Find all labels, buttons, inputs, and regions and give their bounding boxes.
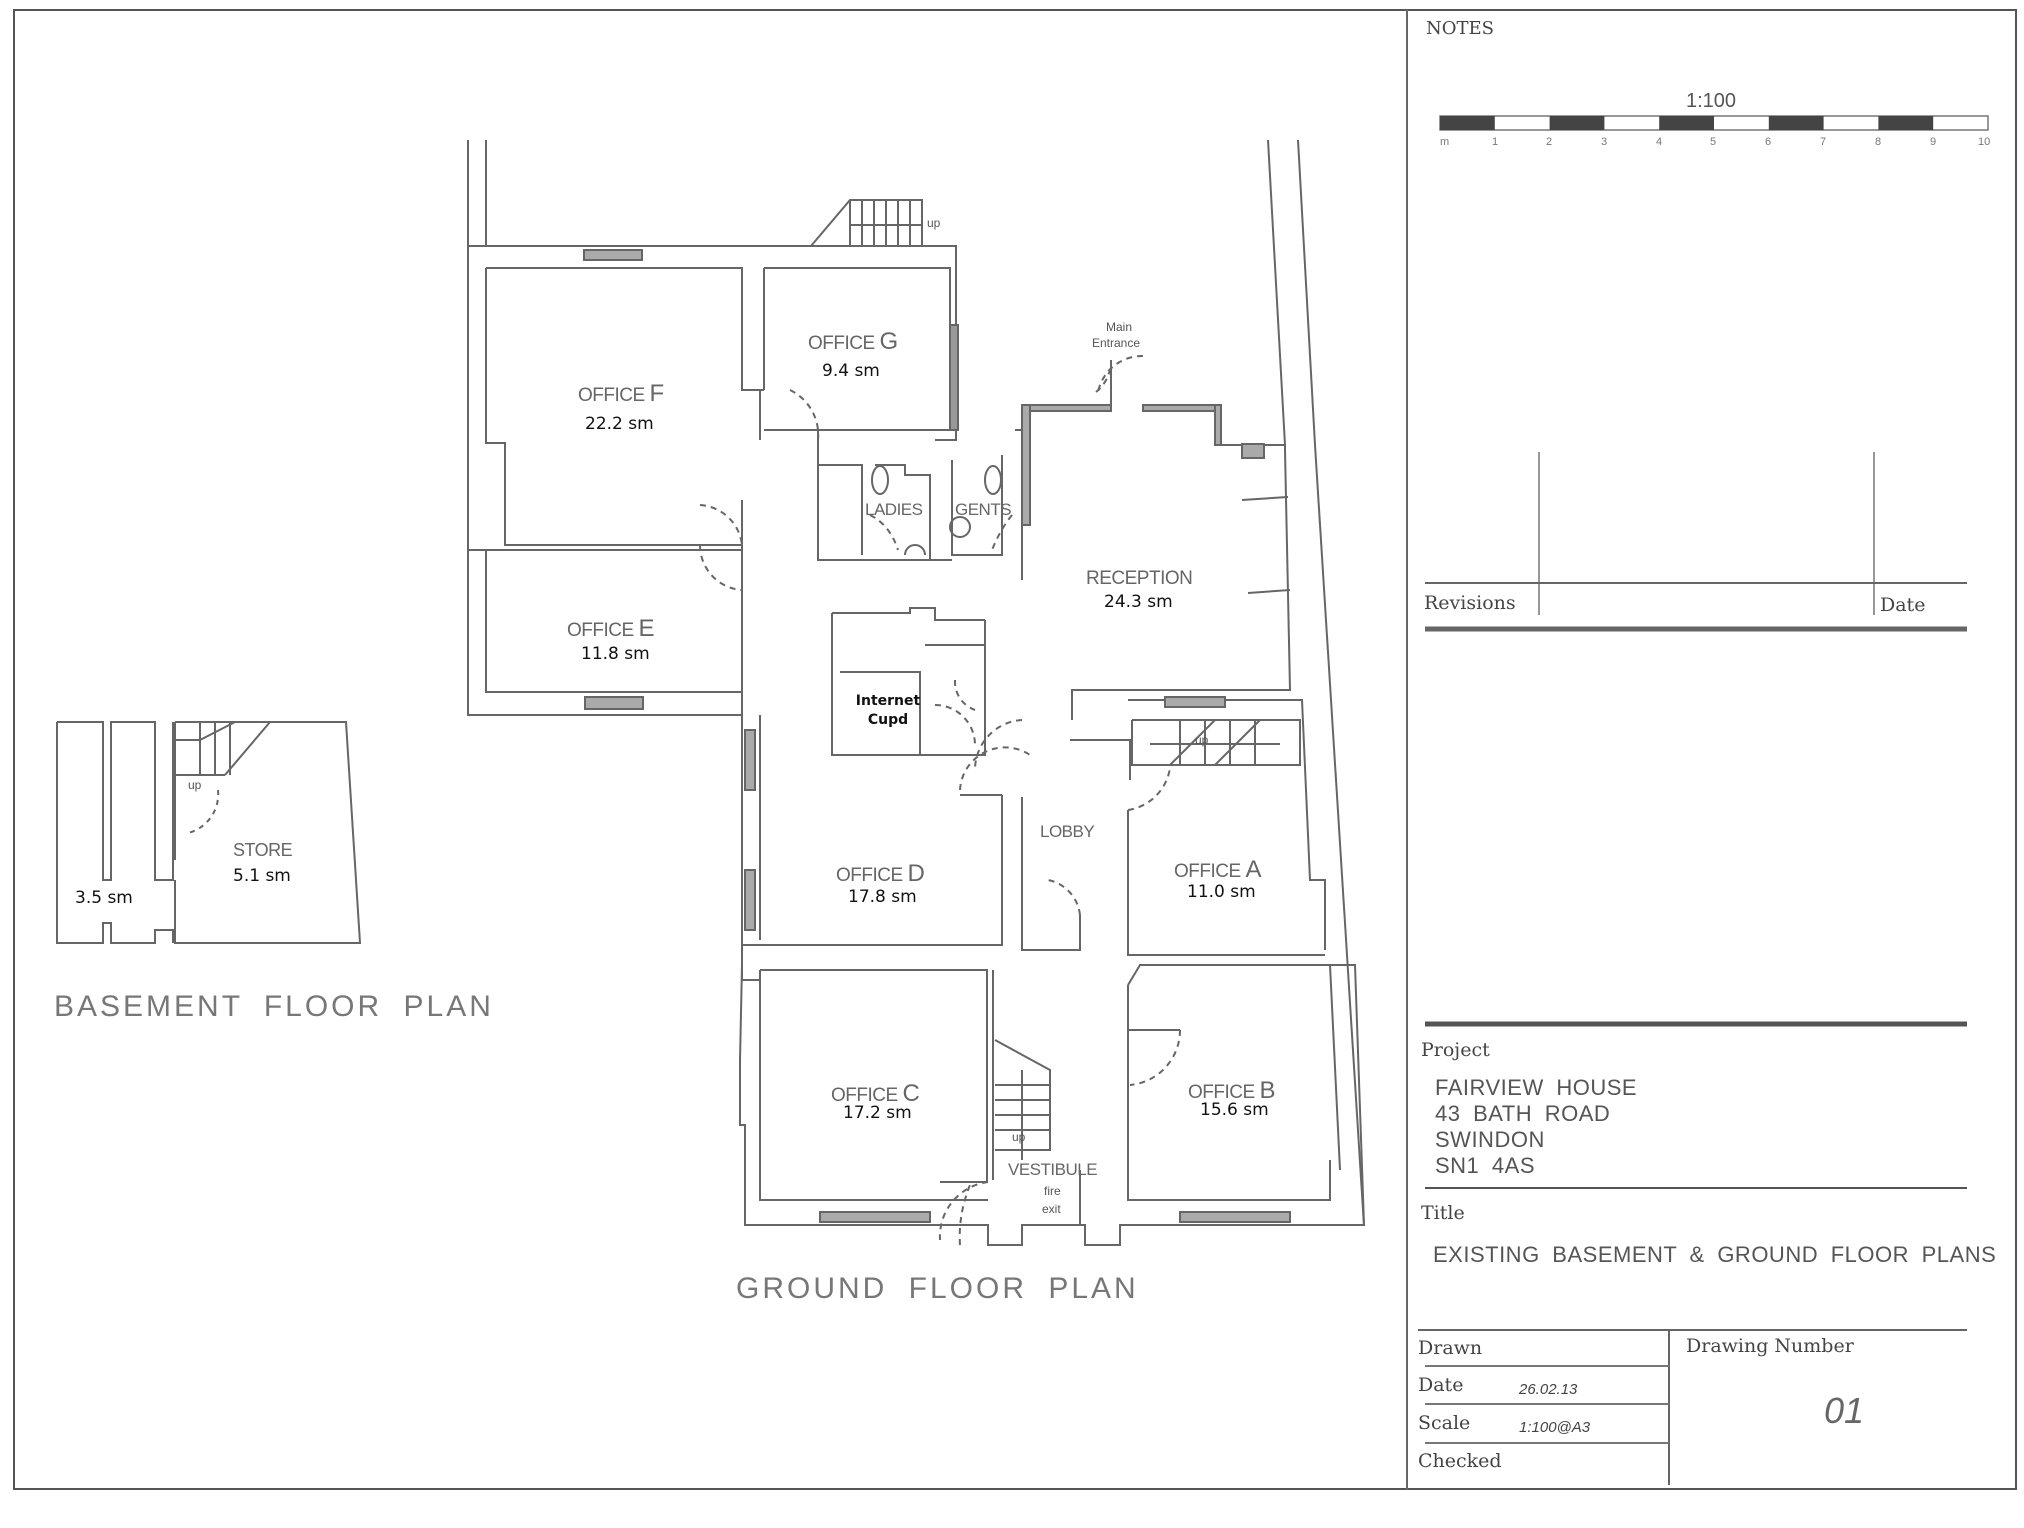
project-line-postcode: SN1 4AS xyxy=(1435,1153,1535,1178)
room-label-office-a: OFFICE A xyxy=(1174,856,1261,883)
scale-bar-label: 1:100 xyxy=(1686,90,1737,112)
fire-exit-label-1: fire xyxy=(1044,1184,1061,1198)
project-line-street: 43 BATH ROAD xyxy=(1435,1101,1611,1126)
scale-tick: 1 xyxy=(1492,136,1499,148)
checked-label: Checked xyxy=(1418,1450,1502,1472)
room-label-office-f: OFFICE F xyxy=(578,380,664,407)
scale-tick: 5 xyxy=(1710,136,1717,148)
room-area-office-d: 17.8 sm xyxy=(848,887,917,907)
room-area-store: 5.1 sm xyxy=(233,866,291,886)
ground-floor-plan-title: GROUND FLOOR PLAN xyxy=(736,1272,1139,1305)
drawing-number-label: Drawing Number xyxy=(1686,1335,1854,1357)
project-label: Project xyxy=(1421,1039,1490,1061)
scale-tick: 2 xyxy=(1546,136,1553,148)
room-label-reception: RECEPTION xyxy=(1086,568,1193,589)
drawing-sheet-border xyxy=(13,9,2017,1490)
title-label: Title xyxy=(1421,1202,1465,1224)
room-label-office-g: OFFICE G xyxy=(808,328,898,355)
notes-label: NOTES xyxy=(1426,18,1494,39)
vestibule-label: VESTIBULE xyxy=(1008,1160,1098,1179)
scale-tick: 3 xyxy=(1601,136,1608,148)
drawing-number-value: 01 xyxy=(1824,1390,1865,1431)
date-value: 26.02.13 xyxy=(1519,1381,1578,1398)
scale-tick: 8 xyxy=(1875,136,1882,148)
room-area-office-f: 22.2 sm xyxy=(585,414,654,434)
scale-tick: 6 xyxy=(1765,136,1772,148)
scale-label: Scale xyxy=(1418,1412,1471,1434)
room-area-office-b: 15.6 sm xyxy=(1200,1100,1269,1120)
fire-exit-label-2: exit xyxy=(1042,1202,1061,1216)
title-value: EXISTING BASEMENT & GROUND FLOOR PLANS xyxy=(1433,1242,1997,1267)
date-label: Date xyxy=(1418,1374,1464,1396)
room-label-office-d: OFFICE D xyxy=(836,860,925,887)
room-label-office-e: OFFICE E xyxy=(567,615,654,642)
main-entrance-label-2: Entrance xyxy=(1092,336,1141,350)
drawn-label: Drawn xyxy=(1418,1337,1483,1359)
gents-label: GENTS xyxy=(955,500,1012,519)
room-area-office-c: 17.2 sm xyxy=(843,1103,912,1123)
room-label-office-b: OFFICE B xyxy=(1188,1077,1275,1104)
scale-value: 1:100@A3 xyxy=(1519,1419,1591,1436)
room-label-office-c: OFFICE C xyxy=(831,1080,920,1107)
room-area-office-g: 9.4 sm xyxy=(822,361,880,381)
scale-bar-unit: m xyxy=(1440,136,1450,148)
scale-bar xyxy=(1439,115,1989,131)
scale-tick: 4 xyxy=(1656,136,1663,148)
project-line-name: FAIRVIEW HOUSE xyxy=(1435,1075,1638,1100)
revisions-label: Revisions xyxy=(1424,592,1516,614)
basement-stair-up-label: up xyxy=(188,778,202,792)
room-area-office-a: 11.0 sm xyxy=(1187,882,1256,902)
vestibule-stair-up-label: up xyxy=(1012,1130,1026,1144)
lobby-label: LOBBY xyxy=(1040,822,1095,841)
room-area-reception: 24.3 sm xyxy=(1104,592,1173,612)
basement-floor-plan-title: BASEMENT FLOOR PLAN xyxy=(54,990,494,1023)
room-area-office-e: 11.8 sm xyxy=(581,644,650,664)
main-entrance-label-1: Main xyxy=(1106,320,1133,334)
project-line-town: SWINDON xyxy=(1435,1127,1545,1152)
scale-tick: 9 xyxy=(1930,136,1937,148)
scale-tick: 10 xyxy=(1978,136,1991,148)
room-label-store: STORE xyxy=(233,840,293,860)
revisions-date-label: Date xyxy=(1880,594,1926,616)
room-area-basement-corridor: 3.5 sm xyxy=(75,888,133,908)
internal-stair-up-label: up xyxy=(1195,733,1209,747)
scale-tick: 7 xyxy=(1820,136,1827,148)
ladies-label: LADIES xyxy=(865,500,923,519)
external-stair-up-label: up xyxy=(927,216,941,230)
